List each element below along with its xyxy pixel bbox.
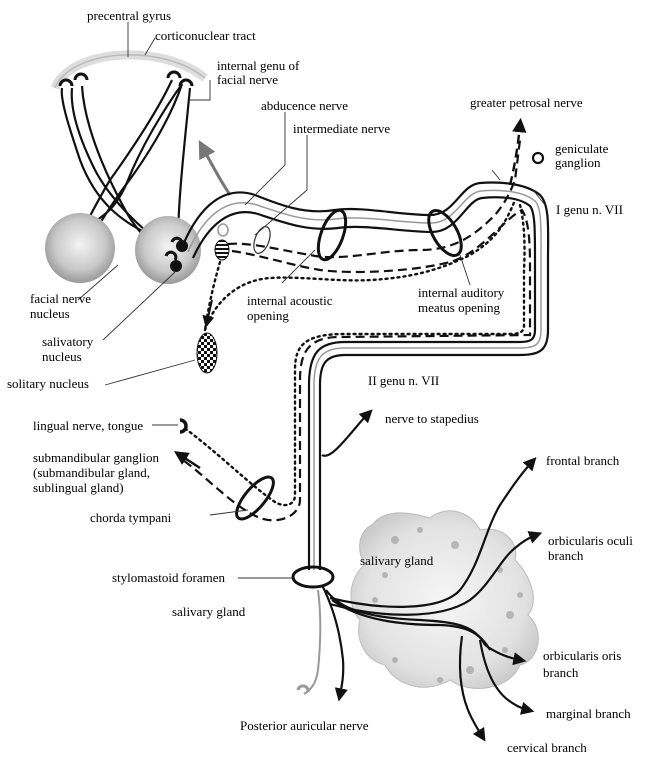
greater-petrosal-nerve-arrow [508, 117, 527, 186]
facial-nerve-bundle [181, 181, 550, 570]
label-internal-acoustic-1: internal acoustic [247, 293, 333, 308]
label-submandibular-2: (submandibular gland, [33, 465, 150, 480]
label-submandibular-1: submandibular ganglion [33, 450, 160, 465]
label-i-genu: I genu n. VII [556, 202, 623, 217]
label-submandibular-3: sublingual gland) [33, 480, 124, 495]
label-salivary-gland-outer: salivary gland [172, 604, 246, 619]
intermediate-fibres [182, 139, 532, 522]
label-salivatory-2: nucleus [42, 349, 82, 364]
label-orbicularis-oculi-2: branch [548, 548, 584, 563]
label-stylomastoid-foramen: stylomastoid foramen [112, 570, 226, 585]
posterior-auricular-gray-ending [296, 684, 310, 693]
leader-lines [77, 22, 546, 579]
label-corticonuclear-tract: corticonuclear tract [155, 28, 256, 43]
label-internal-auditory-1: internal auditory [418, 285, 505, 300]
label-precentral-gyrus: precentral gyrus [87, 8, 171, 23]
label-solitary-nucleus: solitary nucleus [7, 376, 89, 391]
geniculate-ganglion [531, 151, 545, 165]
taste-fibres [181, 198, 526, 507]
label-cervical-branch: cervical branch [507, 740, 587, 755]
label-lingual-nerve: lingual nerve, tongue [33, 418, 143, 433]
label-orbicularis-oculi-1: orbicularis oculi [548, 533, 633, 548]
facial-nucleus-left [45, 213, 115, 283]
labels: precentral gyrus corticonuclear tract in… [7, 8, 633, 755]
label-frontal-branch: frontal branch [546, 453, 620, 468]
intermediate-nucleus [214, 239, 230, 261]
solitary-nucleus-structure [196, 332, 218, 374]
label-intermediate-nerve: intermediate nerve [293, 121, 390, 136]
label-internal-genu-1: internal genu of [217, 58, 300, 73]
label-internal-auditory-2: meatus opening [418, 300, 500, 315]
label-abducence-nerve: abducence nerve [261, 98, 348, 113]
label-internal-acoustic-2: opening [247, 308, 289, 323]
salivatory-nucleus-dot [170, 260, 182, 272]
label-facial-nucleus-2: nucleus [30, 306, 70, 321]
label-internal-genu-2: facial nerve [217, 72, 278, 87]
cortical-neurons [58, 70, 194, 87]
submandibular-arrow [173, 451, 201, 470]
posterior-auricular-gray [303, 589, 322, 695]
facial-nucleus-right [135, 216, 201, 284]
label-geniculate-1: geniculate [555, 141, 609, 156]
label-orbicularis-oris-1: orbicularis oris [543, 648, 621, 663]
facial-branches [321, 457, 543, 742]
label-salivatory-1: salivatory [42, 334, 94, 349]
precentral-gyrus [50, 50, 208, 91]
nerve-to-stapedius [321, 409, 373, 457]
solitary-arrow [202, 299, 215, 328]
label-geniculate-2: ganglion [555, 155, 601, 170]
label-ii-genu: II genu n. VII [368, 373, 439, 388]
label-nerve-to-stapedius: nerve to stapedius [385, 411, 479, 426]
abducence-nucleus [217, 223, 229, 237]
abducence-arrow [198, 140, 232, 196]
facial-nucleus-dot [176, 240, 188, 252]
opening-rings [235, 208, 463, 589]
label-greater-petrosal-nerve: greater petrosal nerve [470, 95, 583, 110]
label-chorda-tympani: chorda tympani [90, 510, 172, 525]
label-salivary-gland-inner: salivary gland [360, 553, 434, 568]
label-posterior-auricular-nerve: Posterior auricular nerve [240, 718, 369, 733]
label-facial-nucleus-1: facial nerve [30, 291, 91, 306]
lingual-nerve-ending [179, 418, 188, 434]
label-orbicularis-oris-2: branch [543, 665, 579, 680]
label-marginal-branch: marginal branch [546, 706, 631, 721]
abducence-ring [253, 226, 271, 254]
